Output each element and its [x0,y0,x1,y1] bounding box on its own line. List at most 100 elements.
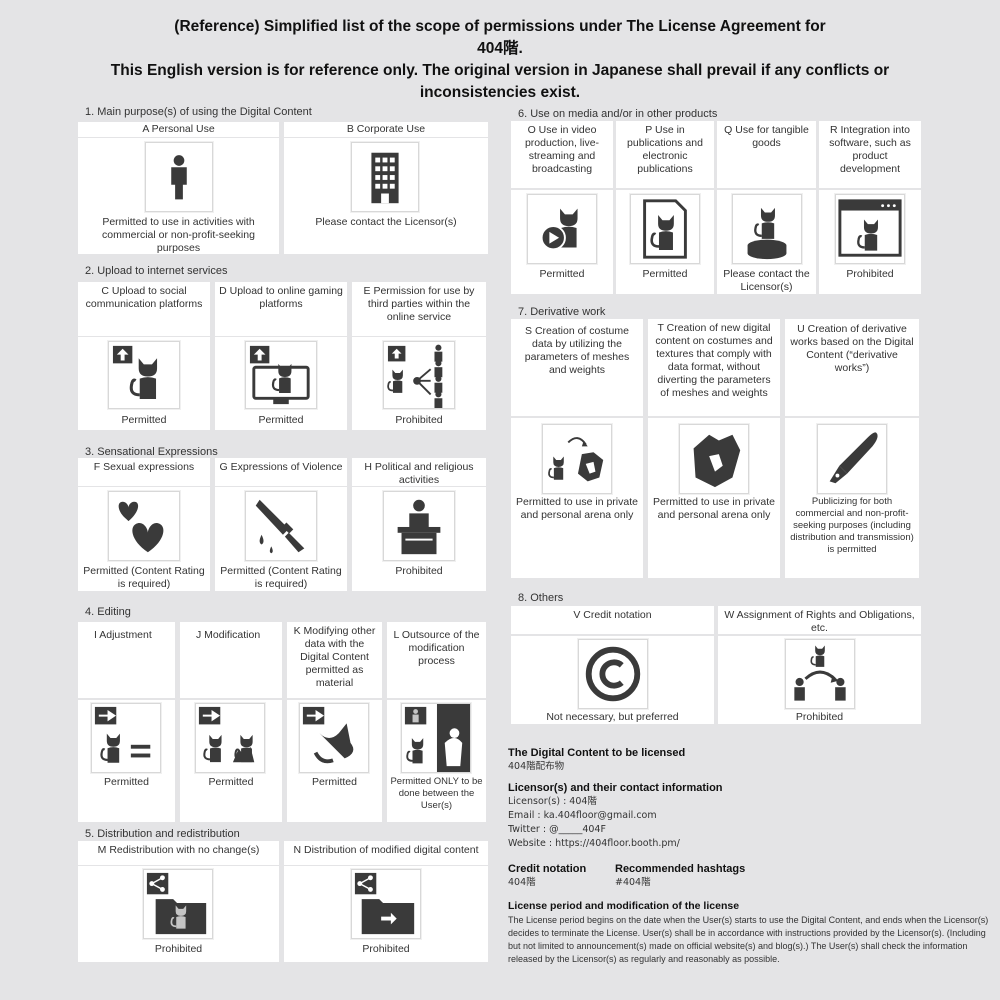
cell-k-status: Permitted [312,776,357,788]
credit-block: Credit notation 404階 [508,862,586,890]
header-line-4: inconsistencies exist. [419,84,581,101]
cell-i-header: I Adjustment [78,622,175,698]
cell-j-status: Permitted [208,776,254,788]
cat-equals-icon [91,703,161,773]
cell-a: Permitted to use in activities with comm… [78,138,279,254]
header-line-1: (Reference) Simplified list of the scope… [174,18,826,35]
cell-m-header: M Redistribution with no change(s) [78,841,279,865]
cell-h-header: H Political and religious activities [352,458,486,486]
cell-b-status: Please contact the Licensor(s) [315,216,457,228]
cell-s: Permitted to use in private and personal… [511,418,643,578]
cell-b-header: B Corporate Use [284,122,488,137]
cell-g-status: Permitted (Content Rating is required) [220,565,342,590]
cell-v-header: V Credit notation [511,606,714,634]
licensor-twitter[interactable]: Twitter : @_____404F [508,824,606,835]
cell-w-status: Prohibited [795,711,844,723]
cell-f-status: Permitted (Content Rating is required) [83,565,205,590]
cell-h-status: Prohibited [395,565,443,577]
cell-n: Prohibited [284,866,488,962]
header-line-3: This English version is for reference on… [110,62,890,79]
video-cat-icon [527,194,597,264]
cell-q: Please contact the Licensor(s) [717,190,816,294]
costume-icon [679,424,749,494]
cell-n-status: Prohibited [362,943,410,955]
cell-f: Permitted (Content Rating is required) [78,487,210,591]
cell-q-header: Q Use for tangible goods [717,121,816,188]
cell-g: Permitted (Content Rating is required) [215,487,347,591]
cell-w-header: W Assignment of Rights and Obligations, … [718,606,921,634]
cell-l-status: Permitted ONLY to be done between the Us… [390,776,483,811]
cell-s-status: Permitted to use in private and personal… [516,496,638,521]
cell-p-header: P Use in publications and electronic pub… [616,121,714,188]
cell-d-header: D Upload to online gaming platforms [215,282,347,336]
licensor-block: Licensor(s) and their contact informatio… [508,781,723,851]
cell-r-header: R Integration into software, such as pro… [819,121,921,188]
cell-d: Permitted [215,337,347,430]
cell-j: Permitted [180,700,282,822]
costume-cat-icon [542,424,612,494]
licensor-email[interactable]: Email : ka.404floor@gmail.com [508,810,657,821]
cell-q-status: Please contact the Licensor(s) [723,268,810,293]
section-7-title: 7. Derivative work [518,306,606,318]
cell-d-status: Permitted [258,414,304,426]
cell-c-header: C Upload to social communication platfor… [78,282,210,336]
licensor-title: Licensor(s) and their contact informatio… [508,782,723,794]
cell-u: Publicizing for both commercial and non-… [785,418,919,578]
software-window-icon [835,194,905,264]
licensor-website[interactable]: Website : https://404floor.booth.pm/ [508,838,680,849]
cell-l-header: L Outsource of the modification process [387,622,486,698]
cell-m-status: Prohibited [154,943,203,955]
cell-e-status: Prohibited [395,414,443,426]
material-icon [299,703,369,773]
cell-c: Permitted [78,337,210,430]
copyright-icon [578,639,648,709]
cell-k-header: K Modifying other data with the Digital … [287,622,382,698]
cell-g-header: G Expressions of Violence [215,458,347,486]
publication-icon [630,194,700,264]
upload-monitor-icon [245,341,317,409]
cell-e: Prohibited [352,337,486,430]
section-5-title: 5. Distribution and redistribution [85,828,240,840]
header-line-2: 404階. [477,40,523,57]
cell-r-status: Prohibited [846,268,894,280]
cell-k: Permitted [287,700,382,822]
cell-e-header: E Permission for use by third parties wi… [352,282,486,336]
credit-value: 404階 [508,877,536,888]
cell-v-status: Not necessary, but preferred [546,711,679,723]
credit-title: Credit notation [508,863,587,875]
cell-l: Permitted ONLY to be done between the Us… [387,700,486,822]
cell-c-status: Permitted [121,414,167,426]
cell-u-header: U Creation of derivative works based on … [785,319,919,416]
license-period-text: The License period begins on the date wh… [508,915,989,964]
knife-icon [245,491,317,561]
cell-b: Please contact the Licensor(s) [284,138,488,254]
cell-j-header: J Modification [180,622,282,698]
cell-n-header: N Distribution of modified digital conte… [284,841,488,865]
outsource-icon [401,703,471,773]
hashtag-block: Recommended hashtags #404階 [615,862,745,890]
cell-p-status: Permitted [642,268,688,280]
digital-content-value: 404階配布物 [508,761,565,772]
figure-icon [732,194,802,264]
section-8-title: 8. Others [518,592,564,604]
cell-t: Permitted to use in private and personal… [648,418,780,578]
cell-w: Prohibited [718,636,921,724]
upload-cat-icon [108,341,180,409]
cell-t-status: Permitted to use in private and personal… [653,496,775,521]
podium-icon [383,491,455,561]
cell-r: Prohibited [819,190,921,294]
share-users-icon [383,341,455,409]
cell-i-status: Permitted [104,776,149,788]
hashtag-value: #404階 [615,877,651,888]
hearts-icon [108,491,180,561]
cell-p: Permitted [616,190,714,294]
section-6-title: 6. Use on media and/or in other products [518,108,718,120]
digital-content-block: The Digital Content to be licensed 404階配… [508,746,685,774]
pen-nib-icon [817,424,887,494]
cell-f-header: F Sexual expressions [78,458,210,486]
cell-h: Prohibited [352,487,486,591]
cell-o-status: Permitted [539,268,585,280]
licensor-name: Licensor(s) : 404階 [508,796,597,807]
digital-content-title: The Digital Content to be licensed [508,747,686,759]
cat-modify-icon [195,703,265,773]
